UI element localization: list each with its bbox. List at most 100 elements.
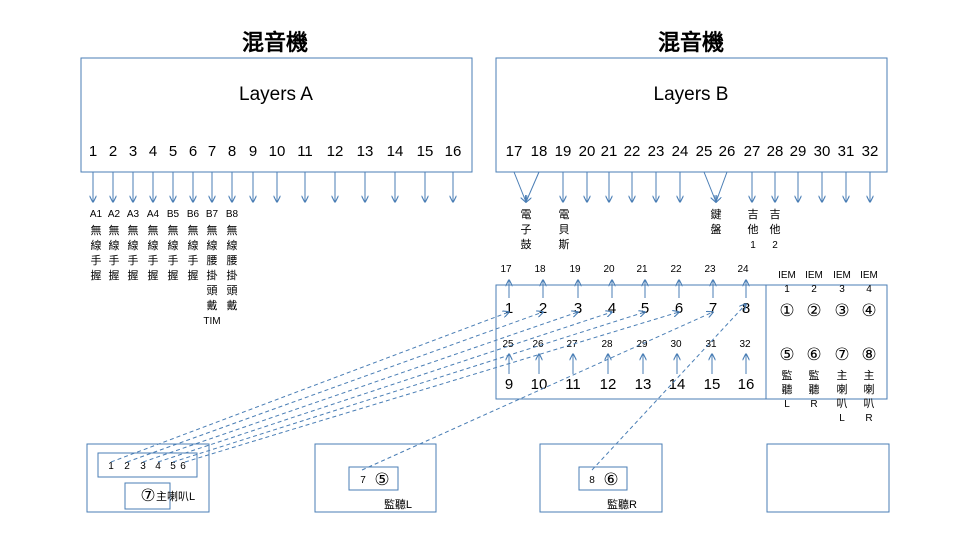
mixer-a-channel-15: 15 <box>417 143 434 160</box>
stagebox-frame <box>495 284 888 400</box>
mixer-b-channel-32: 32 <box>862 143 879 160</box>
mixer-a-output-char: TIM <box>203 316 220 327</box>
stage-box-3-label: 監聽R <box>607 497 637 511</box>
mixer-b-channel-27: 27 <box>744 143 761 160</box>
stagebox-bottom-label-6: 30 <box>670 339 682 350</box>
stage-box-1-channel-3: 3 <box>140 461 146 472</box>
mixer-a-output-char: 戴 <box>227 298 238 312</box>
stagebox-bottom-label-4: 28 <box>601 339 613 350</box>
mixer-a-output-char: 手 <box>128 253 139 267</box>
mixer-a-output-char: 握 <box>128 268 139 282</box>
mixer-b-instrument-char: 吉 <box>748 208 759 221</box>
mixer-a-channel-16: 16 <box>445 143 462 160</box>
stage-box-3-channel <box>578 466 628 491</box>
stage-box-1-out <box>124 482 171 510</box>
dashed-link-7 <box>361 312 713 471</box>
stagebox-top-label-4: 20 <box>603 264 615 275</box>
mixer-b-instrument-char: 電 <box>521 208 532 221</box>
mixer-b-instrument-char: 盤 <box>711 223 722 236</box>
dashed-link-8 <box>591 304 746 471</box>
stagebox-top-label-8: 24 <box>737 264 749 275</box>
mixer-a-output-char: 無 <box>91 223 102 237</box>
mixer-b-instrument-char: 他 <box>748 223 759 236</box>
mixer-b-channel-22: 22 <box>624 143 641 160</box>
stagebox-bottom-input-3: 11 <box>565 376 581 393</box>
mixer-a-output-char: 手 <box>188 253 199 267</box>
stagebox-out-char: 主 <box>837 369 848 382</box>
stage-box-4 <box>766 443 890 513</box>
stagebox-top-input-3: 3 <box>574 300 582 317</box>
mixer-a-output-char: 線 <box>188 238 199 252</box>
iem-symbol-3: ③ <box>834 301 849 320</box>
stagebox-out-symbol-1: ⑤ <box>779 345 794 364</box>
iem-number-4: 4 <box>866 284 872 295</box>
stagebox-bottom-input-7: 15 <box>704 376 721 393</box>
stagebox-inputs: 1711821932042152262372482592610271128122… <box>500 264 754 393</box>
stage-box-1-channel-4: 4 <box>155 461 161 472</box>
stagebox-bottom-label-7: 31 <box>705 339 717 350</box>
mixer-a-output-char: 手 <box>109 253 120 267</box>
mixer-a-channel-14: 14 <box>387 143 404 160</box>
stagebox-bottom-label-2: 26 <box>532 339 544 350</box>
mixer-a-output-code-8: B8 <box>226 209 239 220</box>
mixer-a-channel-8: 8 <box>228 143 236 160</box>
mixer-a-output-char: 戴 <box>207 298 218 312</box>
stagebox-top-label-7: 23 <box>704 264 716 275</box>
mixer-b-channel-19: 19 <box>555 143 572 160</box>
mixer-a-channel-12: 12 <box>327 143 344 160</box>
mixer-a-output-char: 握 <box>188 268 199 282</box>
iem-symbol-2: ② <box>806 301 821 320</box>
mixer-a-output-char: 線 <box>227 238 238 252</box>
mixer-a-output-char: 無 <box>128 223 139 237</box>
mixer-a-output-char: 線 <box>148 238 159 252</box>
stagebox-out-symbol-4: ⑧ <box>861 345 876 364</box>
stagebox-top-input-1: 1 <box>505 300 513 317</box>
mixer-b-instrument-char: 貝 <box>559 223 570 236</box>
dashed-link-6 <box>184 312 679 463</box>
mixer-a-output-char: 手 <box>148 253 159 267</box>
stage-box-2-symbol: ⑤ <box>374 470 389 489</box>
stagebox-out-char: 聽 <box>809 383 820 396</box>
mixer-b-channel-26: 26 <box>719 143 736 160</box>
iem-symbol-4: ④ <box>861 301 876 320</box>
stagebox-bottom-label-5: 29 <box>636 339 648 350</box>
mixer-a-output-char: 無 <box>168 223 179 237</box>
stagebox-out-symbol-3: ⑦ <box>834 345 849 364</box>
mixer-a-output-char: 握 <box>168 268 179 282</box>
mixer-a-output-char: 線 <box>91 238 102 252</box>
mixer-b-box <box>495 57 888 173</box>
stagebox-out-char: 監 <box>782 368 793 382</box>
mixer-a-channel-2: 2 <box>109 143 117 160</box>
mixer-a-output-char: 無 <box>207 223 218 237</box>
mixer-b-instrument-char: 斯 <box>559 238 570 251</box>
stage-box-3-channel-num: 8 <box>589 475 595 486</box>
stagebox-bottom-input-4: 12 <box>600 376 617 393</box>
mixer-a-output-char: 線 <box>168 238 179 252</box>
mixer-a-output-char: 頭 <box>207 284 218 297</box>
stagebox-out-char: R <box>865 413 872 424</box>
mixer-b-instrument-char: 鼓 <box>521 237 532 251</box>
mixer-a-channel-13: 13 <box>357 143 374 160</box>
stagebox-out-char: 監 <box>809 368 820 382</box>
iem-title-2: IEM <box>805 270 823 281</box>
mixer-b-instrument-char: 2 <box>772 240 778 251</box>
mixer-b-output-arrows <box>513 171 870 202</box>
stagebox-top-label-3: 19 <box>569 264 581 275</box>
mixer-a-output-code-5: B5 <box>167 209 180 220</box>
mixer-a-output-code-6: B6 <box>187 209 200 220</box>
mixer-b-channel-28: 28 <box>767 143 784 160</box>
stagebox-bottom-label-1: 25 <box>502 339 514 350</box>
dashed-link-1 <box>110 312 509 463</box>
mixer-a-output-char: 手 <box>168 253 179 267</box>
stagebox-top-label-2: 18 <box>534 264 546 275</box>
stagebox-top-input-6: 6 <box>675 300 683 317</box>
stage-box-2-label: 監聽L <box>384 497 412 511</box>
mixer-a-channel-1: 1 <box>89 143 97 160</box>
mixer-a-output-char: 無 <box>188 223 199 237</box>
mixer-b-channel-31: 31 <box>838 143 855 160</box>
mixer-b-channel-24: 24 <box>672 143 689 160</box>
